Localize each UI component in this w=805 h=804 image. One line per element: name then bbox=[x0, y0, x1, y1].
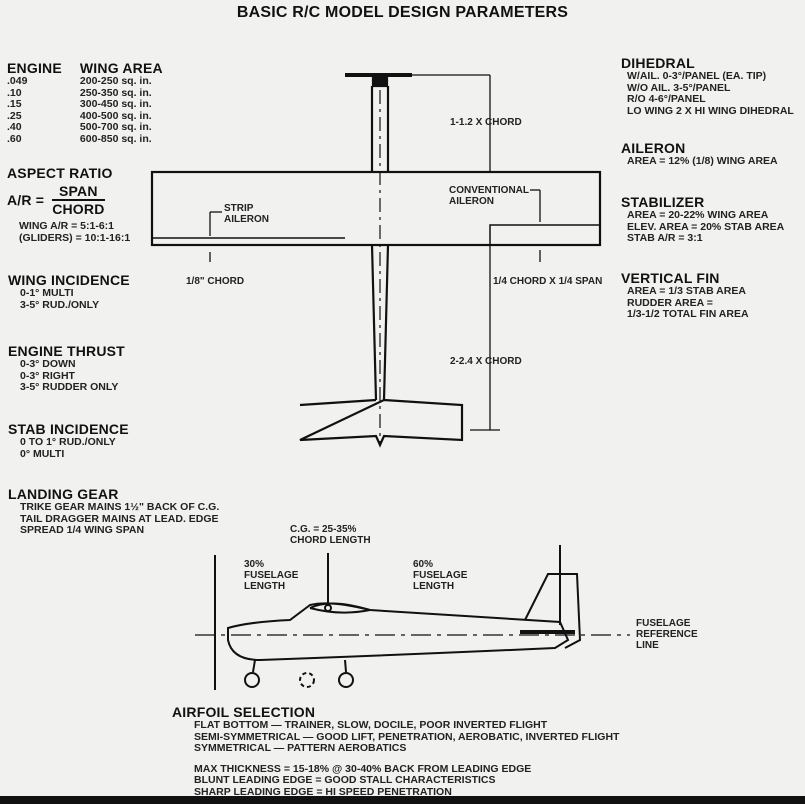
cg-label: C.G. = 25-35%CHORD LENGTH bbox=[290, 524, 371, 546]
spec-line: SHARP LEADING EDGE = HI SPEED PENETRATIO… bbox=[194, 785, 452, 798]
wing-area-value: 250-350 sq. in. bbox=[79, 86, 152, 99]
label-line: FUSELAGE bbox=[636, 618, 691, 629]
engine-size: .049 bbox=[7, 75, 28, 87]
conventional-size-label: 1/4 CHORD X 1/4 SPAN bbox=[493, 276, 603, 287]
aspect-ratio-heading: ASPECT RATIO bbox=[7, 165, 113, 181]
spec-line: W/O AIL. 3-5°/PANEL bbox=[627, 81, 731, 94]
wing-area-value: 500-700 sq. in. bbox=[79, 121, 152, 133]
wing-area-value: 600-850 sq. in. bbox=[79, 132, 152, 145]
aspect-ratio-lhs: A/R = bbox=[7, 192, 45, 208]
side-view-airplane bbox=[195, 545, 630, 690]
wing-area-header: WING AREA bbox=[79, 60, 163, 76]
spec-line: BLUNT LEADING EDGE = GOOD STALL CHARACTE… bbox=[194, 774, 496, 786]
spec-line: R/O 4-6°/PANEL bbox=[627, 93, 706, 105]
spec-line: SPREAD 1/4 WING SPAN bbox=[20, 524, 145, 536]
spec-line: AREA = 1/3 STAB AREA bbox=[627, 285, 746, 297]
spec-line: SYMMETRICAL — PATTERN AEROBATICS bbox=[194, 742, 407, 754]
engine-size: .15 bbox=[7, 98, 22, 110]
aileron-section: AILERON AREA = 12% (1/8) WING AREA bbox=[621, 140, 778, 168]
label-line: AILERON bbox=[224, 214, 269, 225]
engine-size: .40 bbox=[7, 121, 22, 133]
nose-length-label: 1-1.2 X CHORD bbox=[450, 117, 522, 128]
aileron-heading: AILERON bbox=[621, 140, 686, 156]
spec-line: TRIKE GEAR MAINS 1½" BACK OF C.G. bbox=[20, 501, 220, 513]
spec-line: 1/3-1/2 TOTAL FIN AREA bbox=[627, 308, 749, 320]
tail-length-label: 2-2.4 X CHORD bbox=[450, 356, 522, 367]
dimension-lines bbox=[209, 74, 541, 431]
spec-line: FLAT BOTTOM — TRAINER, SLOW, DOCILE, POO… bbox=[194, 719, 548, 731]
label-line: LENGTH bbox=[413, 581, 455, 592]
label-line: FUSELAGE bbox=[413, 570, 468, 581]
stabilizer-heading: STABILIZER bbox=[621, 194, 705, 210]
scan-border bbox=[0, 796, 805, 804]
dihedral-heading: DIHEDRAL bbox=[621, 55, 695, 71]
stab-incidence-heading: STAB INCIDENCE bbox=[8, 421, 129, 437]
airfoil-selection-section: AIRFOIL SELECTION FLAT BOTTOM — TRAINER,… bbox=[172, 704, 619, 798]
engine-size: .10 bbox=[7, 86, 22, 99]
fraction-numerator: SPAN bbox=[52, 183, 105, 201]
spec-line: 3-5° RUD./ONLY bbox=[20, 298, 100, 311]
engine-size: .60 bbox=[7, 132, 22, 145]
label-line: FUSELAGE bbox=[244, 570, 299, 581]
page-title: BASIC R/C MODEL DESIGN PARAMETERS bbox=[236, 4, 569, 21]
aspect-ratio-line: (GLIDERS) = 10:1-16:1 bbox=[19, 231, 131, 244]
fraction-denominator: CHORD bbox=[52, 201, 105, 217]
spec-line: 0-3° DOWN bbox=[20, 358, 76, 370]
label-line: STRIP bbox=[224, 203, 254, 214]
spec-line: 0-3° RIGHT bbox=[20, 369, 75, 382]
spec-line: LO WING 2 X HI WING DIHEDRAL bbox=[627, 104, 794, 117]
label-line: CONVENTIONAL bbox=[449, 185, 529, 196]
label-line: C.G. = 25-35% bbox=[290, 524, 357, 535]
landing-gear-heading: LANDING GEAR bbox=[8, 486, 119, 502]
label-line: CHORD LENGTH bbox=[290, 535, 371, 546]
wing-incidence-heading: WING INCIDENCE bbox=[8, 272, 130, 288]
spec-line: MAX THICKNESS = 15-18% @ 30-40% BACK FRO… bbox=[194, 762, 532, 775]
spec-line: AREA = 20-22% WING AREA bbox=[627, 209, 769, 221]
label-line: 30% bbox=[244, 559, 265, 570]
dihedral-section: DIHEDRAL W/AIL. 0-3°/PANEL (EA. TIP)W/O … bbox=[621, 55, 794, 117]
spec-line: W/AIL. 0-3°/PANEL (EA. TIP) bbox=[627, 70, 767, 82]
top-view-airplane bbox=[150, 73, 602, 448]
label-line: REFERENCE bbox=[636, 629, 698, 640]
engine-header: ENGINE bbox=[7, 60, 62, 76]
engine-wing-area-table: ENGINE .049 .10 .15 .25 .40 .60 WING ARE… bbox=[7, 60, 163, 145]
spec-line: STAB A/R = 3:1 bbox=[627, 232, 703, 244]
label-line: AILERON bbox=[449, 196, 494, 207]
spec-line: AREA = 12% (1/8) WING AREA bbox=[627, 155, 778, 167]
label-line: LENGTH bbox=[244, 581, 286, 592]
spec-line: ELEV. AREA = 20% STAB AREA bbox=[627, 220, 785, 233]
strip-chord-label: 1/8" CHORD bbox=[186, 276, 245, 287]
spec-line: 0 TO 1° RUD./ONLY bbox=[20, 436, 116, 448]
wing-area-value: 400-500 sq. in. bbox=[79, 109, 152, 122]
spec-line: 3-5° RUDDER ONLY bbox=[20, 381, 119, 393]
engine-thrust-heading: ENGINE THRUST bbox=[8, 343, 125, 359]
airfoil-heading: AIRFOIL SELECTION bbox=[172, 704, 316, 720]
landing-gear-section: LANDING GEAR TRIKE GEAR MAINS 1½" BACK O… bbox=[8, 486, 219, 537]
aspect-ratio-section: ASPECT RATIO A/R = SPAN CHORD WING A/R =… bbox=[7, 165, 130, 244]
label-line: 60% bbox=[413, 559, 434, 570]
spec-line: RUDDER AREA = bbox=[627, 296, 713, 309]
vertical-fin-heading: VERTICAL FIN bbox=[621, 270, 720, 286]
wing-area-value: 200-250 sq. in. bbox=[79, 75, 152, 87]
spec-line: TAIL DRAGGER MAINS AT LEAD. EDGE bbox=[20, 512, 219, 525]
engine-size: .25 bbox=[7, 109, 22, 122]
spec-line: SEMI-SYMMETRICAL — GOOD LIFT, PENETRATIO… bbox=[194, 730, 620, 743]
aspect-ratio-line: WING A/R = 5:1-6:1 bbox=[19, 220, 115, 232]
spec-line: 0-1° MULTI bbox=[20, 287, 74, 299]
label-line: LINE bbox=[636, 640, 659, 651]
wing-area-value: 300-450 sq. in. bbox=[79, 98, 152, 110]
spec-line: 0° MULTI bbox=[20, 447, 65, 460]
